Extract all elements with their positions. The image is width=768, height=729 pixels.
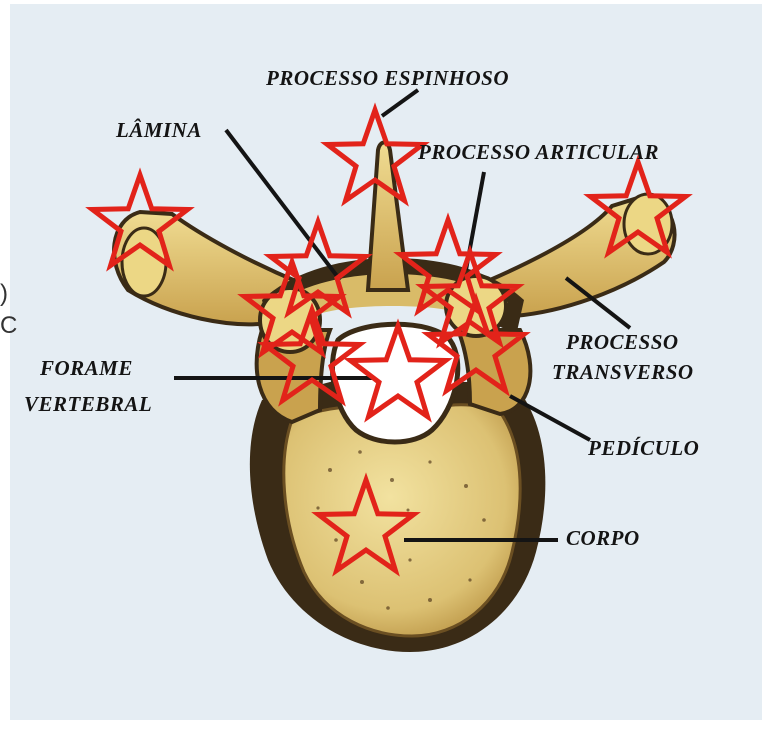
label-corpo: CORPO [566,526,640,550]
label-processo-articular: PROCESSO ARTICULAR [418,140,659,164]
leader-espinhoso [382,90,418,116]
label-forame-vertebral-line2: VERTEBRAL [24,392,152,416]
label-processo-espinhoso: PROCESSO ESPINHOSO [266,66,509,90]
label-lamina: LÂMINA [116,118,202,142]
spinous-process [368,143,408,291]
label-pediculo: PEDÍCULO [588,436,699,460]
label-processo-transverso-line1: PROCESSO [566,330,679,354]
label-forame-vertebral-line1: FORAME [40,356,133,380]
label-processo-transverso-line2: TRANSVERSO [552,360,694,384]
